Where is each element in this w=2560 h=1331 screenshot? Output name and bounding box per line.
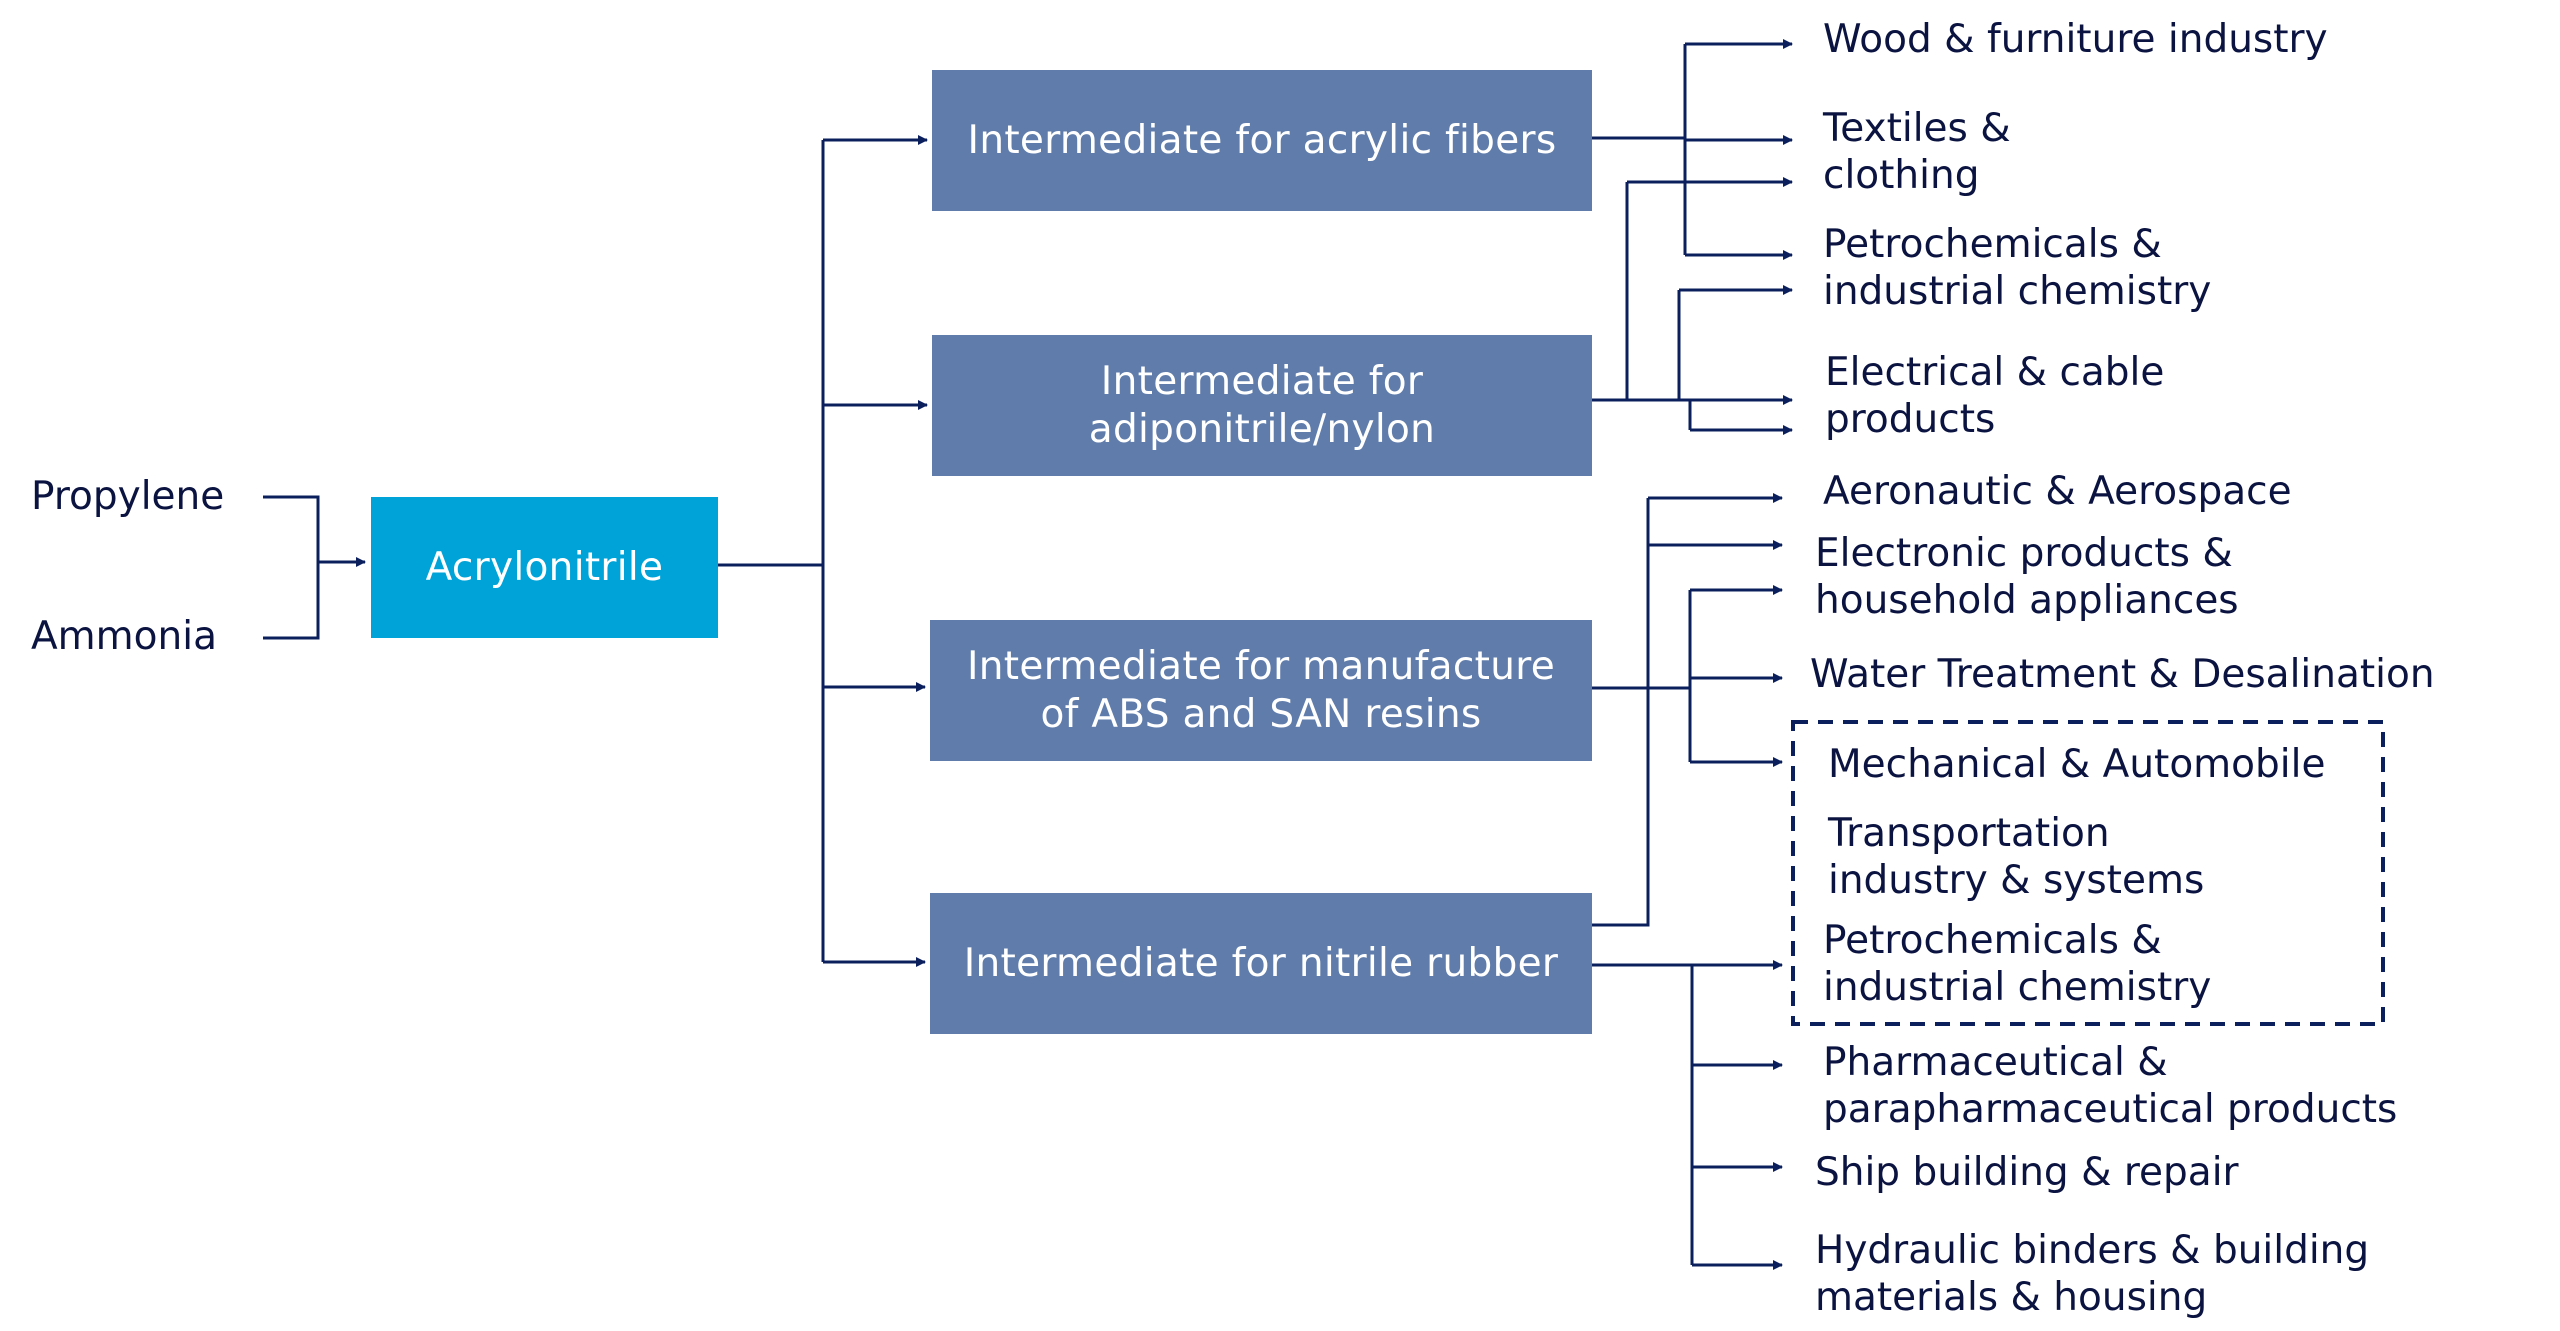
input-propylene: Propylene	[31, 474, 225, 519]
app-petrochemicals-1: Petrochemicals & industrial chemistry	[1823, 222, 2212, 314]
app-transportation: Transportation industry & systems	[1828, 811, 2205, 903]
connector-propylene	[263, 495, 320, 562]
app-ship-building: Ship building & repair	[1815, 1150, 2239, 1195]
app-pharmaceutical: Pharmaceutical & parapharmaceutical prod…	[1823, 1040, 2398, 1132]
connector-nitrile-up	[1592, 498, 1650, 927]
intermediate-abs-san-resins: Intermediate for manufacture of ABS and …	[930, 620, 1592, 761]
app-wood-furniture: Wood & furniture industry	[1823, 17, 2328, 62]
intermediate-nitrile-rubber: Intermediate for nitrile rubber	[930, 893, 1592, 1034]
input-ammonia: Ammonia	[31, 614, 217, 659]
intermediate-acrylic-fibers: Intermediate for acrylic fibers	[932, 70, 1592, 211]
acrylonitrile-box: Acrylonitrile	[371, 497, 718, 638]
connector-ammonia	[263, 562, 320, 640]
app-aeronautic-aerospace: Aeronautic & Aerospace	[1823, 469, 2292, 514]
app-mechanical-automobile: Mechanical & Automobile	[1828, 742, 2326, 787]
app-hydraulic-binders: Hydraulic binders & building materials &…	[1815, 1228, 2370, 1320]
app-textiles-clothing: Textiles & clothing	[1823, 106, 2011, 198]
intermediate-adiponitrile-nylon: Intermediate for adiponitrile/nylon	[932, 335, 1592, 476]
app-electrical-cable: Electrical & cable products	[1825, 350, 2165, 442]
app-petrochemicals-2: Petrochemicals & industrial chemistry	[1823, 918, 2212, 1010]
highlight-frame	[1791, 720, 2385, 1026]
app-electronic-household: Electronic products & household applianc…	[1815, 531, 2239, 623]
app-water-treatment: Water Treatment & Desalination	[1810, 652, 2435, 697]
